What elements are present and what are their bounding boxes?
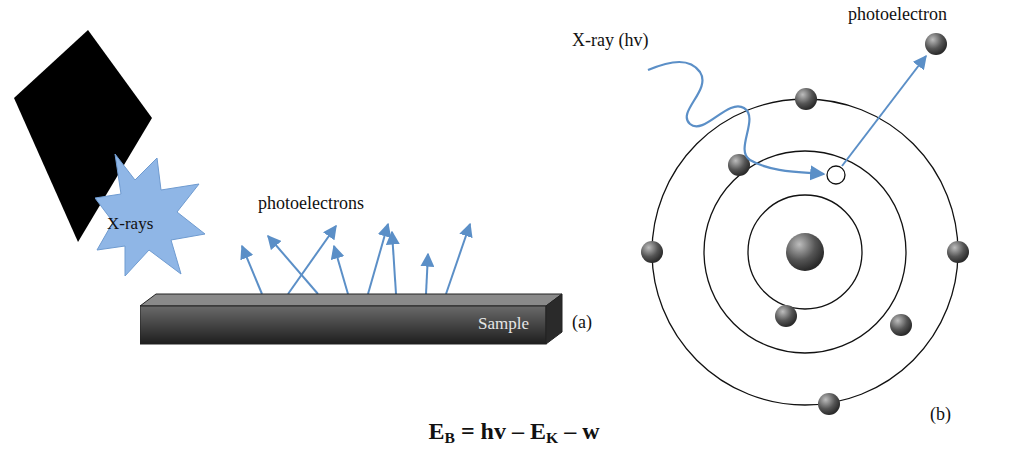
orbits [652,99,958,405]
node-label: X-rays [107,214,153,234]
xray-label: X-ray (hv) [572,30,648,51]
electron-hole [827,166,845,184]
starburst-shape [95,154,205,276]
xray-burst: X-rays [95,150,207,278]
xray-wave [648,62,824,174]
bar-top [140,294,562,306]
bar-front [140,306,546,344]
photoelectrons-label: photoelectrons [258,193,364,214]
photoelectron-arrows [242,224,470,294]
panel-label: (b) [930,404,951,425]
sample-bar: Sample [140,292,564,348]
electrons [641,33,969,415]
binding-energy-equation: EB = hv – EK – w [429,418,600,447]
nucleus [786,233,824,271]
node-label: Sample [478,314,529,334]
ejection-arrow [842,56,926,166]
panel-label: (a) [572,312,592,333]
bar-side [546,294,562,344]
photoelectron-label: photoelectron [848,4,947,25]
